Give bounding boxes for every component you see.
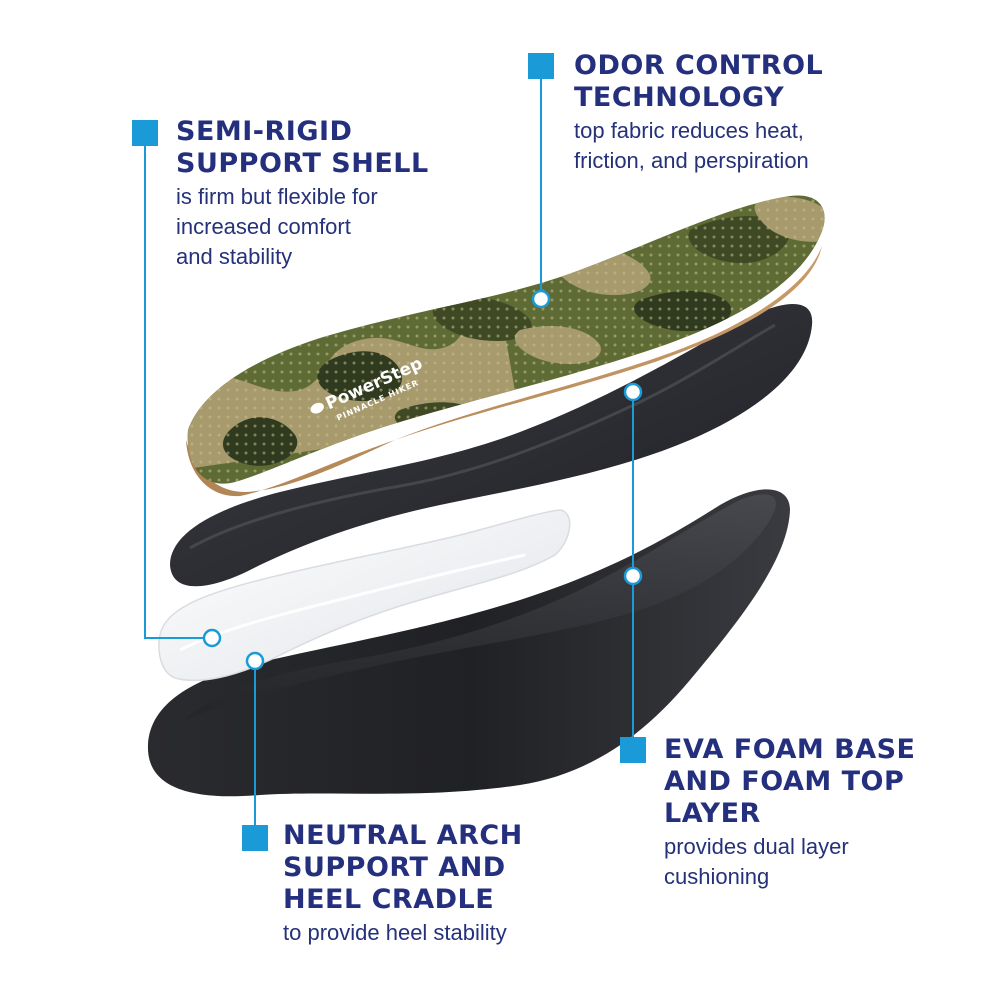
callout-neutral-arch-support: NEUTRAL ARCH SUPPORT AND HEEL CRADLE to …	[283, 820, 523, 948]
title-line: EVA FOAM BASE	[664, 734, 916, 765]
title-line: AND FOAM TOP	[664, 766, 905, 797]
callout-semi-rigid-support-shell: SEMI-RIGID SUPPORT SHELL is firm but fle…	[176, 116, 429, 272]
desc-line: top fabric reduces heat,	[574, 118, 804, 143]
callout-description: to provide heel stability	[283, 918, 523, 948]
neutral-ring	[245, 651, 265, 671]
eva-upper-ring	[623, 382, 643, 402]
odor-marker-square	[528, 53, 554, 79]
desc-line: is firm but flexible for	[176, 184, 378, 209]
callout-description: top fabric reduces heat, friction, and p…	[574, 116, 823, 176]
neutral-marker-square	[242, 825, 268, 851]
callout-title: EVA FOAM BASE AND FOAM TOP LAYER	[664, 734, 916, 830]
desc-line: to provide heel stability	[283, 920, 507, 945]
title-line: TECHNOLOGY	[574, 82, 785, 113]
eva-base-layer	[147, 489, 790, 797]
callout-description: is firm but flexible for increased comfo…	[176, 182, 429, 272]
desc-line: and stability	[176, 244, 293, 269]
title-line: ODOR CONTROL	[574, 50, 824, 81]
title-line: SEMI-RIGID	[176, 116, 353, 147]
callout-description: provides dual layer cushioning	[664, 832, 916, 892]
desc-line: friction, and perspiration	[574, 148, 809, 173]
callout-eva-foam-base: EVA FOAM BASE AND FOAM TOP LAYER provide…	[664, 734, 916, 892]
callout-title: ODOR CONTROL TECHNOLOGY	[574, 50, 823, 114]
title-line: SUPPORT AND	[283, 852, 506, 883]
shell-leader-line	[144, 133, 204, 639]
callout-markers	[132, 53, 646, 851]
shell-marker-square	[132, 120, 158, 146]
desc-line: cushioning	[664, 864, 770, 889]
eva-marker-square	[620, 737, 646, 763]
desc-line: increased comfort	[176, 214, 351, 239]
callout-odor-control-technology: ODOR CONTROL TECHNOLOGY top fabric reduc…	[574, 50, 823, 176]
callout-rings	[202, 289, 643, 671]
heel-cradle-layer	[158, 509, 571, 682]
title-line: SUPPORT SHELL	[176, 148, 429, 179]
odor-ring	[531, 289, 551, 309]
eva-lower-ring	[623, 566, 643, 586]
title-line: NEUTRAL ARCH	[283, 820, 523, 851]
support-shell-layer	[170, 303, 813, 587]
title-line: HEEL CRADLE	[283, 884, 495, 915]
callout-title: NEUTRAL ARCH SUPPORT AND HEEL CRADLE	[283, 820, 523, 916]
desc-line: provides dual layer	[664, 834, 849, 859]
callout-title: SEMI-RIGID SUPPORT SHELL	[176, 116, 429, 180]
shell-ring	[202, 628, 222, 648]
title-line: LAYER	[664, 798, 761, 829]
